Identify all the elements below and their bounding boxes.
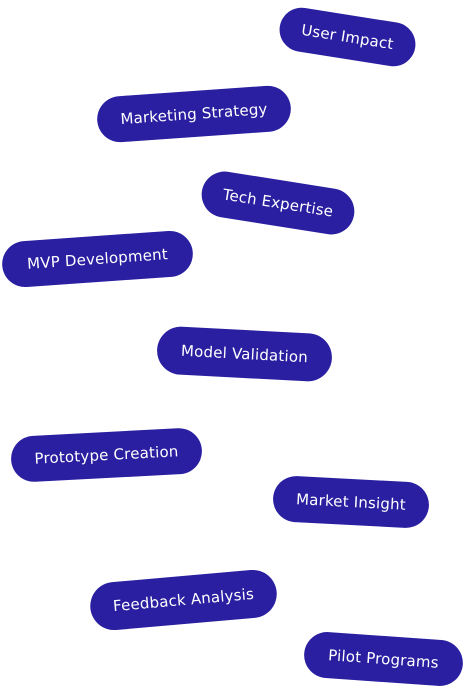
tag-label: MVP Development <box>26 245 169 273</box>
tag-prototype-creation: Prototype Creation <box>9 427 204 483</box>
tag-label: User Impact <box>300 20 395 54</box>
tag-feedback-analysis: Feedback Analysis <box>88 567 279 633</box>
tag-label: Feedback Analysis <box>112 584 255 616</box>
tag-user-impact: User Impact <box>276 4 419 70</box>
tag-label: Model Validation <box>180 341 309 367</box>
tag-market-insight: Market Insight <box>271 474 431 530</box>
tag-pilot-programs: Pilot Programs <box>302 630 465 688</box>
tag-tech-expertise: Tech Expertise <box>198 168 358 238</box>
tag-label: Marketing Strategy <box>119 99 269 129</box>
tag-marketing-strategy: Marketing Strategy <box>95 84 293 144</box>
tag-label: Market Insight <box>295 490 407 514</box>
tag-label: Pilot Programs <box>327 646 440 672</box>
tag-mvp-development: MVP Development <box>0 229 195 289</box>
tag-label: Tech Expertise <box>221 185 335 221</box>
tag-model-validation: Model Validation <box>155 325 334 383</box>
tag-label: Prototype Creation <box>34 442 179 468</box>
